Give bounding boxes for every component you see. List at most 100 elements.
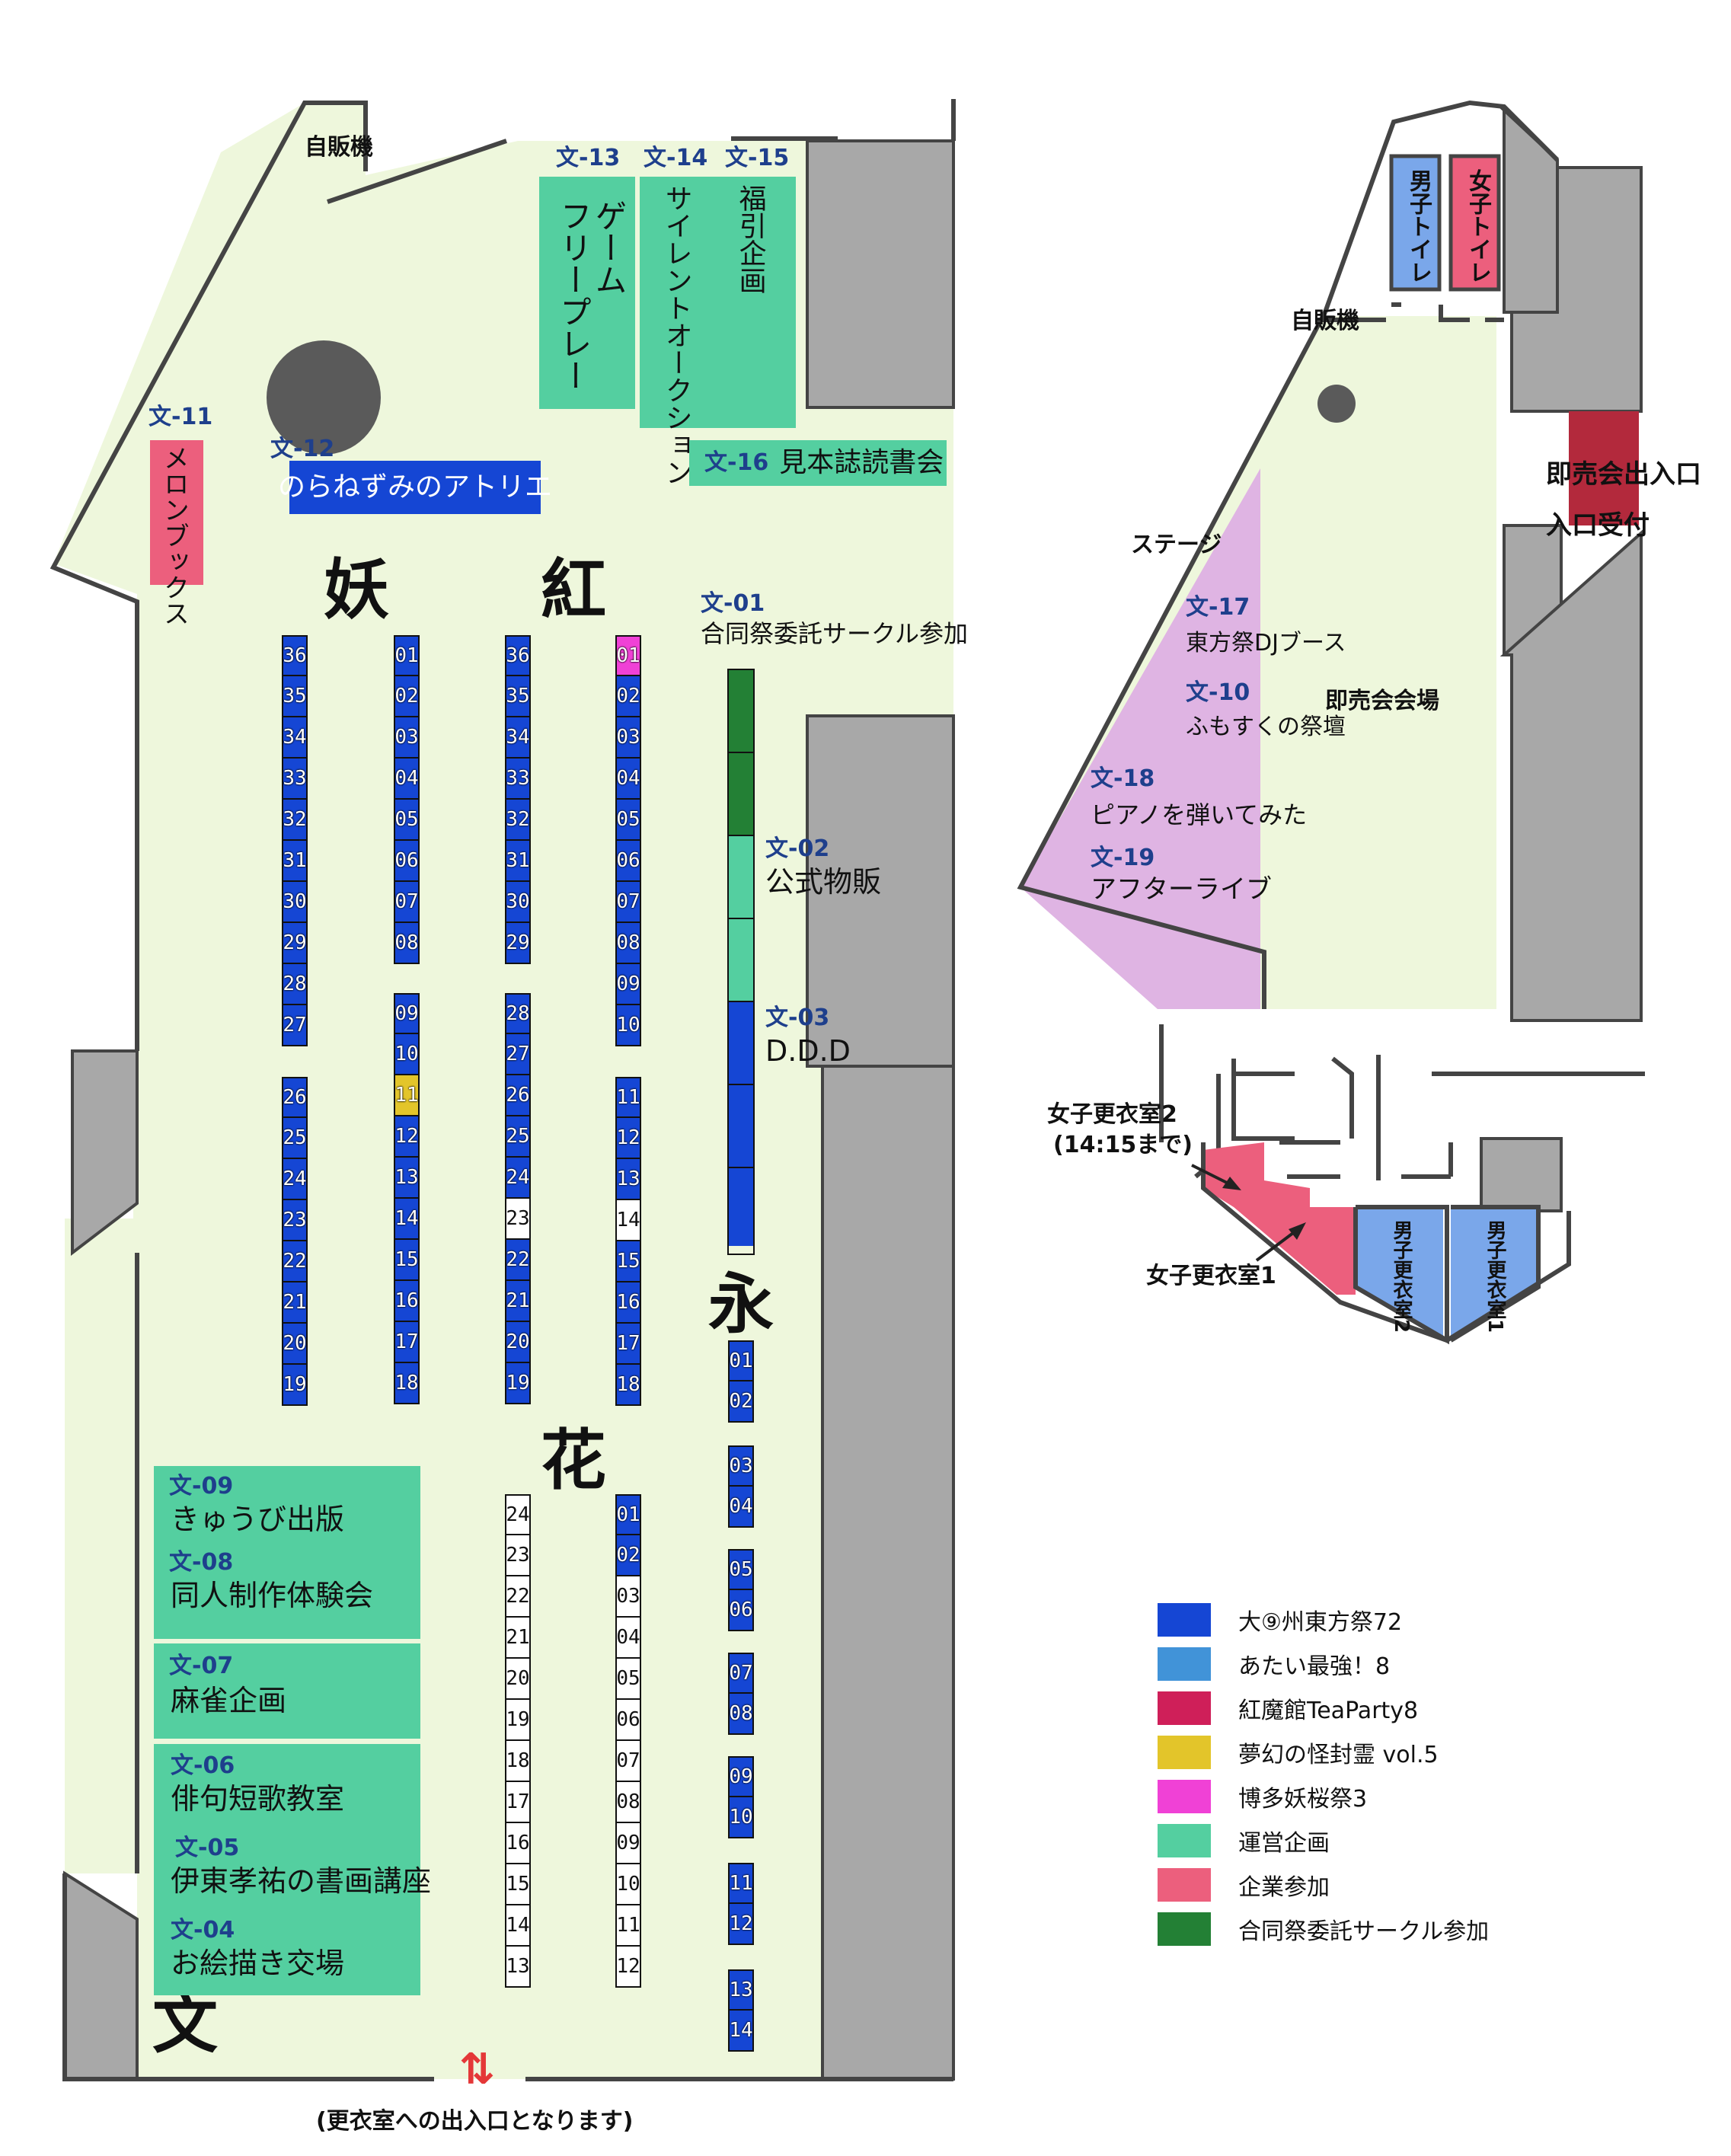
booth-kou_right-11[interactable]: 11: [615, 1077, 641, 1118]
booth-you_left-20[interactable]: 20: [282, 1324, 308, 1365]
booth-kou_right-15[interactable]: 15: [615, 1241, 641, 1282]
booth-you_left-25[interactable]: 25: [282, 1118, 308, 1159]
booth-you_right-14[interactable]: 14: [394, 1199, 420, 1240]
booth-kou_left-36[interactable]: 36: [505, 635, 531, 676]
booth-column-01-03[interactable]: [727, 669, 755, 1255]
booth-ka_right-04[interactable]: 04: [615, 1618, 641, 1659]
booth-ei-02[interactable]: 02: [728, 1381, 754, 1423]
booth-you_right-03[interactable]: 03: [394, 717, 420, 759]
booth-area-08-09[interactable]: 文-09 きゅうび出版 文-08 同人制作体験会: [154, 1466, 420, 1639]
booth-ka_left-24[interactable]: 24: [505, 1494, 531, 1535]
booth-ka_right-09[interactable]: 09: [615, 1823, 641, 1864]
booth-you_right-08[interactable]: 08: [394, 923, 420, 964]
booth-you_right-04[interactable]: 04: [394, 759, 420, 800]
booth-you_right-15[interactable]: 15: [394, 1240, 420, 1281]
booth-you_left-21[interactable]: 21: [282, 1282, 308, 1324]
booth-you_right-18[interactable]: 18: [394, 1363, 420, 1404]
booth-kou_right-12[interactable]: 12: [615, 1118, 641, 1159]
booth-you_left-29[interactable]: 29: [282, 923, 308, 964]
booth-you_left-19[interactable]: 19: [282, 1365, 308, 1406]
booth-kou_left-34[interactable]: 34: [505, 717, 531, 759]
booth-you_left-36[interactable]: 36: [282, 635, 308, 676]
booth-kou_left-31[interactable]: 31: [505, 841, 531, 882]
booth-you_left-33[interactable]: 33: [282, 759, 308, 800]
booth-ei-04[interactable]: 04: [728, 1487, 754, 1528]
booth-kou_right-14[interactable]: 14: [615, 1200, 641, 1241]
booth-you_left-30[interactable]: 30: [282, 882, 308, 923]
booth-area-12[interactable]: のらねずみのアトリエ: [278, 461, 552, 514]
booth-kou_right-18[interactable]: 18: [615, 1365, 641, 1406]
booth-ka_left-20[interactable]: 20: [505, 1659, 531, 1700]
booth-kou_right-06[interactable]: 06: [615, 841, 641, 882]
booth-kou_right-03[interactable]: 03: [615, 717, 641, 759]
booth-ka_right-02[interactable]: 02: [615, 1535, 641, 1576]
booth-kou_right-01[interactable]: 01: [615, 635, 641, 676]
booth-you_right-09[interactable]: 09: [394, 993, 420, 1034]
booth-you_left-32[interactable]: 32: [282, 800, 308, 841]
booth-ka_left-17[interactable]: 17: [505, 1782, 531, 1823]
booth-area-07[interactable]: 文-07 麻雀企画: [154, 1643, 420, 1739]
booth-ka_right-06[interactable]: 06: [615, 1700, 641, 1741]
booth-ei-10[interactable]: 10: [728, 1797, 754, 1838]
booth-ka_right-10[interactable]: 10: [615, 1864, 641, 1905]
booth-area-04-06[interactable]: 文-06 俳句短歌教室 文-05 伊東孝祐の書画講座 文-04 お絵描き交場: [154, 1744, 431, 1995]
booth-ka_left-15[interactable]: 15: [505, 1864, 531, 1905]
booth-ei-11[interactable]: 11: [728, 1863, 754, 1904]
booth-you_left-23[interactable]: 23: [282, 1200, 308, 1241]
booth-kou_left-24[interactable]: 24: [505, 1158, 531, 1199]
booth-kou_left-30[interactable]: 30: [505, 882, 531, 923]
booth-ka_left-21[interactable]: 21: [505, 1618, 531, 1659]
booth-you_right-17[interactable]: 17: [394, 1322, 420, 1363]
booth-ka_right-05[interactable]: 05: [615, 1659, 641, 1700]
booth-kou_right-05[interactable]: 05: [615, 800, 641, 841]
booth-area-13[interactable]: ゲーム フリープレー: [539, 177, 635, 409]
booth-you_right-01[interactable]: 01: [394, 635, 420, 676]
booth-kou_left-33[interactable]: 33: [505, 759, 531, 800]
booth-you_left-34[interactable]: 34: [282, 717, 308, 759]
booth-ka_right-11[interactable]: 11: [615, 1905, 641, 1947]
booth-ka_right-12[interactable]: 12: [615, 1947, 641, 1988]
booth-kou_left-28[interactable]: 28: [505, 993, 531, 1034]
booth-ei-06[interactable]: 06: [728, 1590, 754, 1631]
booth-you_right-11[interactable]: 11: [394, 1075, 420, 1116]
booth-kou_left-22[interactable]: 22: [505, 1240, 531, 1281]
booth-you_right-06[interactable]: 06: [394, 841, 420, 882]
booth-ka_left-16[interactable]: 16: [505, 1823, 531, 1864]
booth-kou_right-10[interactable]: 10: [615, 1005, 641, 1046]
booth-ka_left-23[interactable]: 23: [505, 1535, 531, 1576]
booth-ei-14[interactable]: 14: [728, 2011, 754, 2052]
booth-kou_left-20[interactable]: 20: [505, 1322, 531, 1363]
booth-kou_left-27[interactable]: 27: [505, 1034, 531, 1075]
booth-area-14-15[interactable]: サイレントオークション 福引企画: [640, 177, 796, 486]
booth-ka_right-01[interactable]: 01: [615, 1494, 641, 1535]
booth-label-10[interactable]: ふもすくの祭壇: [1186, 714, 1346, 740]
booth-kou_left-29[interactable]: 29: [505, 923, 531, 964]
booth-kou_left-35[interactable]: 35: [505, 676, 531, 717]
booth-you_left-35[interactable]: 35: [282, 676, 308, 717]
booth-you_right-12[interactable]: 12: [394, 1116, 420, 1158]
booth-you_right-10[interactable]: 10: [394, 1034, 420, 1075]
booth-ka_right-08[interactable]: 08: [615, 1782, 641, 1823]
booth-kou_right-09[interactable]: 09: [615, 964, 641, 1005]
booth-ka_right-07[interactable]: 07: [615, 1741, 641, 1782]
booth-ei-13[interactable]: 13: [728, 1969, 754, 2011]
booth-kou_right-04[interactable]: 04: [615, 759, 641, 800]
booth-ei-09[interactable]: 09: [728, 1756, 754, 1797]
booth-kou_right-13[interactable]: 13: [615, 1159, 641, 1200]
booth-kou_left-25[interactable]: 25: [505, 1116, 531, 1158]
booth-kou_left-32[interactable]: 32: [505, 800, 531, 841]
booth-label-17[interactable]: 東方祭DJブース: [1186, 630, 1346, 656]
booth-ka_left-22[interactable]: 22: [505, 1576, 531, 1618]
booth-kou_right-17[interactable]: 17: [615, 1324, 641, 1365]
booth-label-18[interactable]: ピアノを弾いてみた: [1091, 800, 1308, 829]
booth-ka_right-03[interactable]: 03: [615, 1576, 641, 1618]
booth-ka_left-19[interactable]: 19: [505, 1700, 531, 1741]
booth-you_left-22[interactable]: 22: [282, 1241, 308, 1282]
booth-kou_right-07[interactable]: 07: [615, 882, 641, 923]
booth-ei-07[interactable]: 07: [728, 1653, 754, 1694]
booth-you_left-27[interactable]: 27: [282, 1005, 308, 1046]
booth-you_right-13[interactable]: 13: [394, 1158, 420, 1199]
booth-you_right-16[interactable]: 16: [394, 1281, 420, 1322]
booth-kou_right-08[interactable]: 08: [615, 923, 641, 964]
booth-you_left-26[interactable]: 26: [282, 1077, 308, 1118]
